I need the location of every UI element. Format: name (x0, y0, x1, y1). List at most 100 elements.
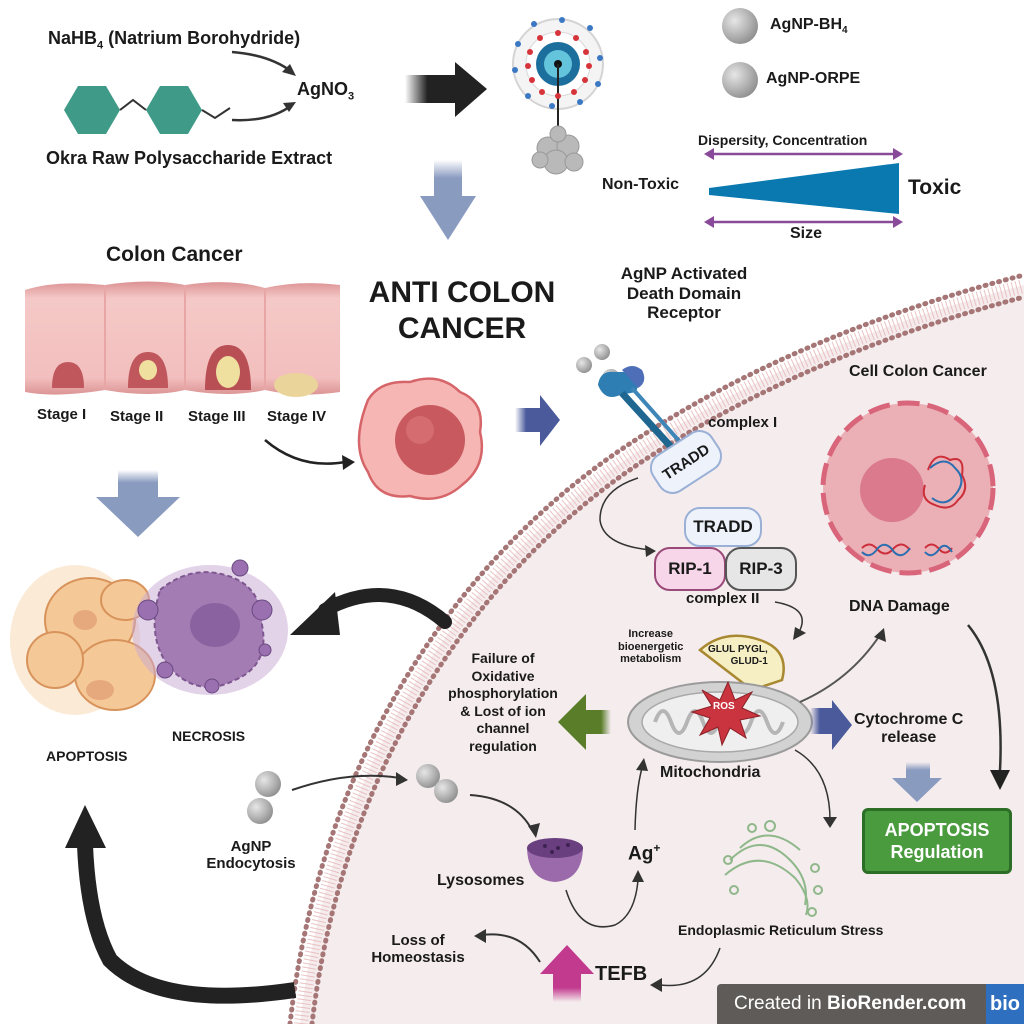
arrow-complex2-to-metabolism (774, 601, 803, 631)
cytochrome-line: Cytochrome C (854, 711, 964, 728)
toxicity-bottom-label: Size (790, 225, 823, 242)
receptor-title-line: Receptor (647, 303, 721, 323)
toxic-label: Toxic (908, 176, 962, 199)
arrow-ag-to-mito (634, 767, 643, 831)
mitochondria-illustration (627, 634, 813, 763)
bioenergetic-line: bioenergetic (618, 640, 684, 653)
cell-membrane-outer (287, 272, 1024, 1024)
receptor-title-line: AgNP Activated (620, 264, 748, 283)
cytochrome-line: release (881, 729, 937, 747)
endocytosis-particle (247, 798, 273, 824)
endocytosis-line: Endocytosis (206, 855, 296, 873)
dna-damage-label: DNA Damage (849, 598, 950, 615)
cell-membrane-tails (294, 279, 1024, 1024)
cancer-cell-illustration (357, 377, 484, 500)
legend-particle-orpe (722, 62, 758, 98)
er-illustration (723, 820, 823, 917)
rip3-pill: RIP-3 (725, 547, 797, 591)
complex1-label: complex I (708, 414, 778, 431)
nucleus-illustration (820, 400, 996, 576)
arrow-tefb-up (540, 945, 594, 1002)
ag-ion-label: Ag+ (628, 841, 661, 865)
apoptosis-label: APOPTOSIS (46, 748, 128, 764)
arrow-complex1-to-complex2 (599, 477, 651, 551)
homeostasis-line: Homeostasis (371, 949, 465, 967)
lysosome-illustration (527, 838, 583, 882)
tefb-label: TEFB (595, 963, 648, 985)
non-toxic-label: Non-Toxic (602, 176, 680, 193)
mitochondria-label: Mitochondria (660, 764, 761, 781)
arrow-cell-to-receptor (515, 395, 560, 446)
endocytosis-label: AgNP Endocytosis (196, 838, 306, 873)
arrow-extract-to-agno3 (231, 104, 293, 122)
polysaccharide-icon (64, 86, 231, 134)
synthesis-arrow (405, 62, 487, 117)
bioenergetic-label: Increase bioenergetic metabolism (618, 628, 683, 666)
stage-label: Stage I (37, 406, 87, 423)
cell-membrane-inner (309, 294, 1024, 1024)
receptor-title: AgNP Activated Death Domain Receptor (604, 264, 764, 323)
homeostasis-line: Loss of (391, 932, 445, 949)
arrow-mito-to-dna-damage (799, 634, 881, 703)
arrow-to-apoptosis-upward (77, 844, 297, 1004)
arrow-mito-to-er (794, 749, 831, 821)
apoptosis-box-line: APOPTOSIS (884, 819, 990, 840)
stage-label: Stage IV (267, 408, 327, 425)
glul-line: GLUL PYGL, (708, 644, 768, 655)
colon-illustration (25, 281, 340, 397)
necrosis-label: NECROSIS (172, 728, 246, 744)
headline: ANTI COLON CANCER (362, 275, 562, 347)
internal-particle (416, 764, 440, 788)
arrow-colon-to-cell (264, 439, 346, 465)
biorender-watermark[interactable]: Created in BioRender.com bio (717, 984, 1024, 1024)
necrosis-illustration (132, 559, 288, 695)
oxphos-line: phosphorylation (448, 685, 558, 701)
arrow-dna-to-apoptosis (967, 624, 1002, 771)
stage-label: Stage II (110, 408, 164, 425)
watermark-text: Created in BioRender.com (734, 993, 967, 1014)
legend-label-orpe: AgNP-ORPE (766, 70, 861, 87)
extract-label: Okra Raw Polysaccharide Extract (46, 148, 333, 168)
arrow-cytochrome-release (810, 700, 852, 750)
oxphos-line: Failure of (471, 650, 535, 666)
arrow-er-to-tefb (659, 947, 721, 987)
arrow-particle-to-lysosome (469, 794, 533, 831)
arrow-reducer-to-agno3 (231, 50, 293, 73)
arrow-tefb-to-homeostasis (481, 933, 541, 963)
down-arrow-to-anti-cancer (420, 160, 476, 240)
precursor-label: AgNO3 (297, 79, 355, 103)
ros-label: ROS (713, 701, 735, 712)
complex2-label: complex II (686, 590, 760, 607)
internal-particle (434, 779, 458, 803)
apoptosis-box-line: Regulation (890, 842, 984, 862)
toxicity-scale (704, 148, 903, 228)
lysosomes-label: Lysosomes (437, 872, 525, 889)
cytochrome-label: Cytochrome C release (854, 711, 963, 748)
arrow-oxphos-failure (558, 694, 611, 750)
bioenergetic-line: Increase (628, 628, 674, 640)
oxphos-line: channel (476, 720, 530, 736)
arrow-lysosome-to-ag (565, 879, 639, 928)
oxphos-line: regulation (469, 737, 537, 754)
nanoparticle-schematic (512, 17, 604, 175)
endocytosis-line: AgNP (230, 838, 272, 855)
headline-line: CANCER (397, 312, 527, 345)
tradd-complex2: TRADD (684, 507, 762, 547)
toxicity-top-label: Dispersity, Concentration (698, 132, 868, 148)
receptor-title-line: Death Domain (626, 283, 742, 303)
rip1-pill: RIP-1 (654, 547, 726, 591)
er-stress-label: Endoplasmic Reticulum Stress (678, 922, 884, 938)
arrow-endocytosis-into-cell (291, 774, 401, 791)
apoptosis-regulation-box: APOPTOSIS Regulation (862, 808, 1012, 874)
arrow-cell-to-necrosis (318, 588, 452, 629)
legend-label-bh4: AgNP-BH4 (770, 16, 848, 37)
homeostasis-label: Loss of Homeostasis (363, 932, 473, 967)
glul-label: GLUL PYGL, GLUD-1 (708, 644, 768, 667)
down-arrow-to-cell-death (96, 470, 180, 537)
glul-line: GLUD-1 (730, 655, 768, 667)
death-domain-receptor (576, 344, 682, 451)
headline-line: ANTI COLON (368, 276, 556, 309)
reducer-label: NaHB4 (Natrium Borohydride) (48, 28, 301, 52)
endocytosis-particle (255, 771, 281, 797)
